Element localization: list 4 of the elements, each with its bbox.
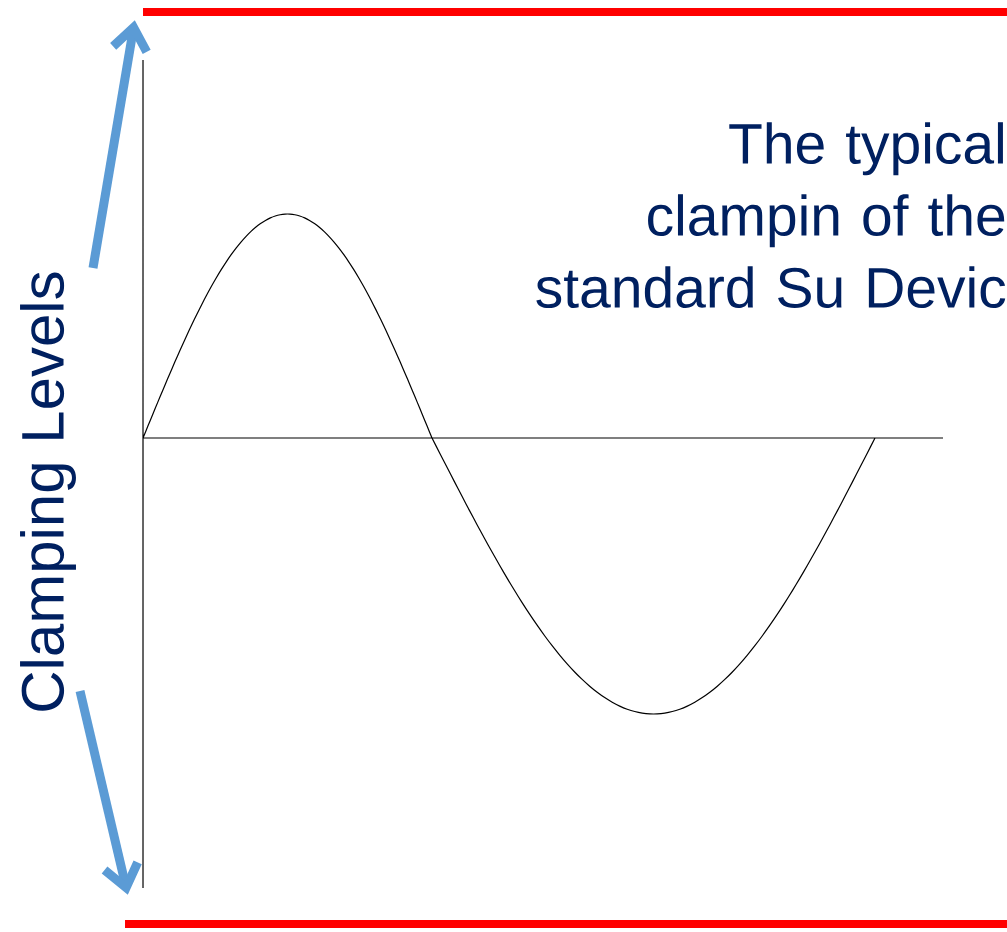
description-text: The typical clampin of the standard Su Devic	[536, 122, 1006, 309]
arrow	[75, 689, 142, 895]
axis-label: Clamping Levels	[20, 272, 76, 711]
arrow	[88, 20, 151, 269]
